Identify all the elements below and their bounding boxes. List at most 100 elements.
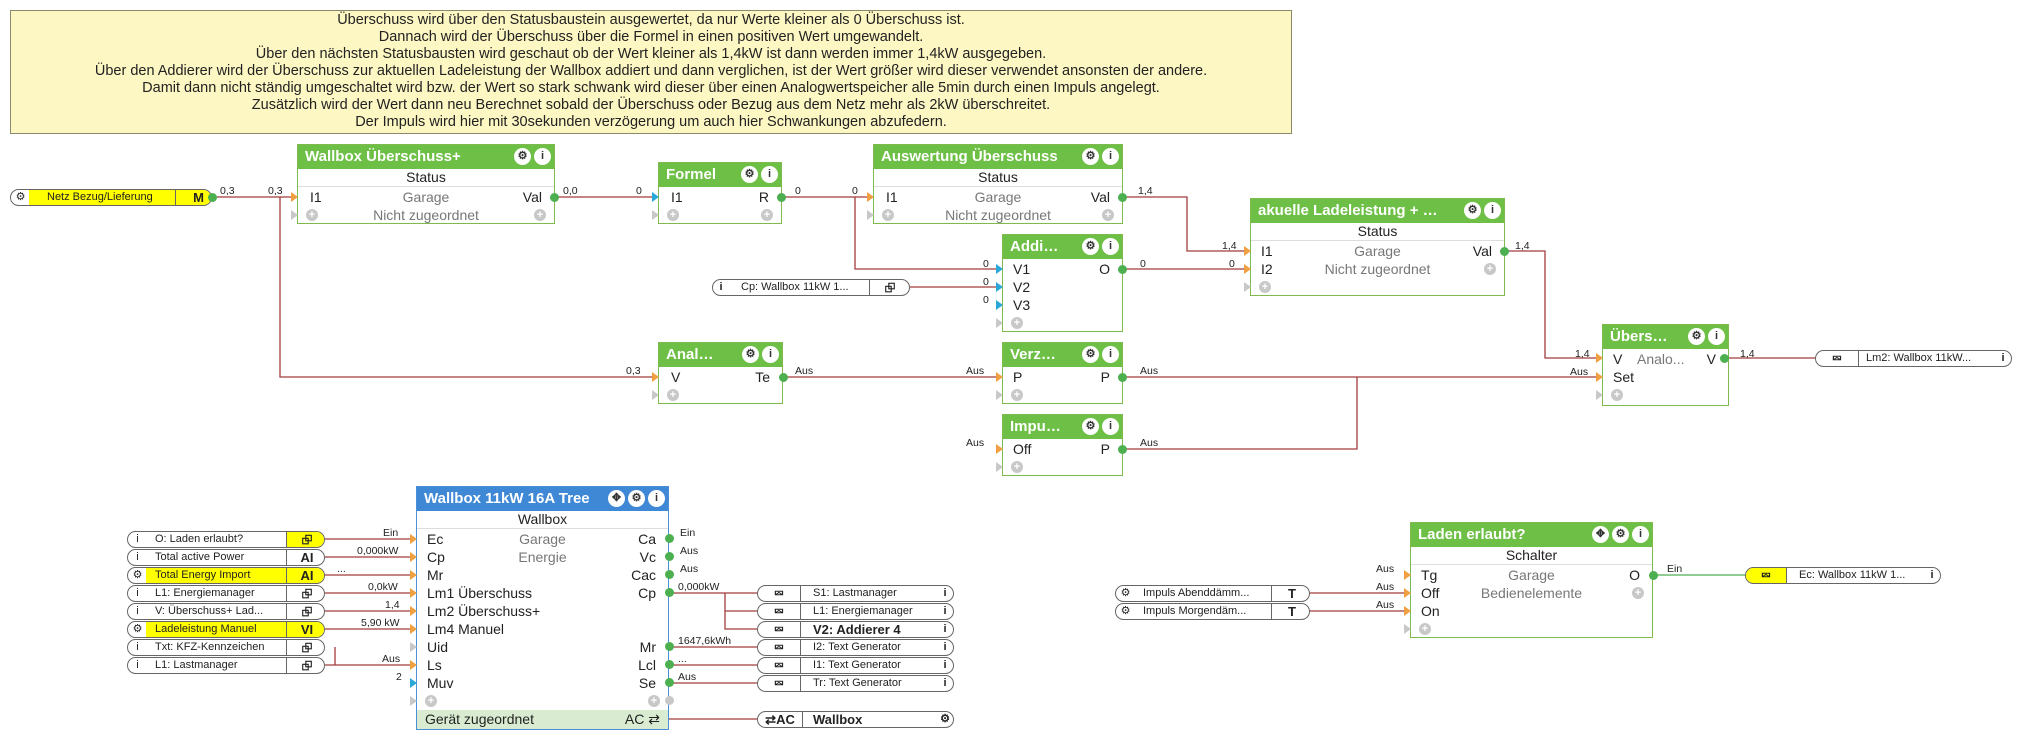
output-pin[interactable] (665, 588, 674, 597)
input-port[interactable]: Ls (427, 657, 442, 673)
input-port[interactable]: V2 (1013, 279, 1031, 295)
info-icon[interactable]: i (719, 281, 723, 293)
ref-ladeleistung-manuel[interactable]: ⚙ Ladeleistung Manuel VI (127, 621, 325, 638)
ref-i2-text-generator[interactable]: ⮹ I2: Text Generator i (757, 639, 954, 656)
output-pin[interactable] (665, 660, 674, 669)
output-port[interactable]: Lcl (638, 657, 656, 673)
input-pin[interactable] (652, 390, 659, 400)
move-icon[interactable]: ✥ (608, 490, 625, 507)
input-port[interactable]: Off (1421, 585, 1440, 601)
output-pin[interactable] (777, 193, 786, 202)
input-pin[interactable] (996, 318, 1003, 328)
add-input-icon[interactable]: + (1011, 461, 1023, 473)
input-pin[interactable] (996, 462, 1003, 472)
ref-cp-wallbox[interactable]: i Cp: Wallbox 11kW 1... ⮺ (712, 279, 910, 296)
output-pin[interactable] (1500, 247, 1509, 256)
output-pin[interactable] (779, 373, 788, 382)
input-pin[interactable] (996, 264, 1003, 274)
info-icon[interactable]: i (1708, 328, 1725, 345)
output-port[interactable]: Vc (639, 549, 656, 565)
input-pin[interactable] (1596, 353, 1603, 363)
ref-total-energy-import[interactable]: ⚙ Total Energy Import AI (127, 567, 325, 584)
output-pin[interactable] (208, 193, 217, 202)
info-icon[interactable]: i (136, 641, 139, 653)
input-port[interactable]: Lm2 Überschuss+ (427, 603, 541, 619)
add-input-icon[interactable]: + (1611, 389, 1623, 401)
ref-l1-energiemanager-out[interactable]: ⮹ L1: Energiemanager i (757, 603, 954, 620)
block-ueberschuss-speicher[interactable]: Übersc... ⚙i V Analo... V Set + (1602, 324, 1729, 406)
input-pin[interactable] (1596, 390, 1603, 400)
output-pin[interactable] (665, 552, 674, 561)
info-icon[interactable]: i (1102, 418, 1119, 435)
input-port[interactable]: I2 (1261, 261, 1273, 277)
input-port[interactable]: Ec (427, 531, 444, 547)
gear-icon[interactable]: ⚙ (940, 713, 950, 725)
input-pin[interactable] (1404, 588, 1411, 598)
gear-icon[interactable]: ⚙ (741, 166, 758, 183)
output-port[interactable]: Cp (638, 585, 656, 601)
input-port[interactable]: V (671, 369, 681, 385)
output-port[interactable]: P (1100, 441, 1110, 457)
ref-wallbox-ac[interactable]: ⇄AC Wallbox ⚙ (757, 711, 954, 728)
ref-txt-kfz-kennzeichen[interactable]: i Txt: KFZ-Kennzeichen ⮺ (127, 639, 325, 656)
output-pin[interactable] (1720, 354, 1729, 363)
input-pin[interactable] (410, 588, 417, 598)
info-icon[interactable]: i (761, 166, 778, 183)
gear-icon[interactable]: ⚙ (1464, 202, 1481, 219)
info-icon[interactable]: i (1632, 526, 1649, 543)
block-wallbox-tree[interactable]: Wallbox 11kW 16A Tree ✥⚙i Wallbox Ec Cp … (416, 486, 669, 730)
gear-icon[interactable]: ⚙ (1082, 148, 1099, 165)
info-icon[interactable]: i (943, 623, 947, 635)
input-pin[interactable] (1596, 372, 1603, 382)
info-icon[interactable]: i (943, 641, 947, 653)
info-icon[interactable]: i (1930, 569, 1934, 581)
add-input-icon[interactable]: + (1259, 281, 1271, 293)
input-pin[interactable] (867, 210, 874, 220)
info-icon[interactable]: i (762, 346, 779, 363)
gear-icon[interactable]: ⚙ (1082, 418, 1099, 435)
output-port[interactable]: V (1706, 351, 1716, 367)
input-pin[interactable] (652, 372, 659, 382)
ref-l1-energiemanager[interactable]: i L1: Energiemanager ⮺ (127, 585, 325, 602)
input-pin[interactable] (410, 606, 417, 616)
input-port[interactable]: Lm4 Manuel (427, 621, 505, 637)
output-pin[interactable] (1118, 373, 1127, 382)
output-port[interactable]: Ca (638, 531, 656, 547)
input-port[interactable]: Cp (427, 549, 445, 565)
ref-impuls-abenddaemmerung[interactable]: ⚙ Impuls Abenddämm... T (1115, 585, 1310, 602)
input-port[interactable]: Off (1013, 441, 1032, 457)
block-laden-erlaubt[interactable]: Laden erlaubt? ✥⚙i Schalter Tg Off On Ga… (1410, 522, 1653, 638)
info-icon[interactable]: i (943, 587, 947, 599)
gear-icon[interactable]: ⚙ (1120, 587, 1131, 599)
gear-icon[interactable]: ⚙ (514, 148, 531, 165)
input-pin[interactable] (410, 552, 417, 562)
ref-o-laden-erlaubt[interactable]: i O: Laden erlaubt? ⮺ (127, 531, 325, 548)
output-pin[interactable] (1118, 265, 1127, 274)
add-output-icon[interactable]: + (648, 695, 660, 707)
input-port[interactable]: I1 (886, 189, 898, 205)
input-pin[interactable] (996, 282, 1003, 292)
block-wallbox-ueberschuss[interactable]: Wallbox Überschuss+ ⚙i Status I1 Garage … (297, 144, 555, 224)
add-output-icon[interactable]: + (1102, 209, 1114, 221)
gear-icon[interactable]: ⚙ (132, 623, 143, 635)
gear-icon[interactable]: ⚙ (1120, 605, 1131, 617)
input-pin[interactable] (996, 372, 1003, 382)
info-icon[interactable]: i (1484, 202, 1501, 219)
input-port[interactable]: Set (1613, 369, 1635, 385)
ref-l1-lastmanager[interactable]: i L1: Lastmanager ⮺ (127, 657, 325, 674)
input-pin[interactable] (410, 534, 417, 544)
info-icon[interactable]: i (136, 605, 139, 617)
output-pin[interactable] (665, 642, 674, 651)
ref-lm2-wallbox[interactable]: ⮹ Lm2: Wallbox 11kW... i (1815, 350, 2012, 367)
input-port[interactable]: V1 (1013, 261, 1031, 277)
output-port[interactable]: Val (522, 189, 542, 205)
input-pin[interactable] (996, 390, 1003, 400)
input-port[interactable]: P (1013, 369, 1023, 385)
gear-icon[interactable]: ⚙ (15, 191, 26, 203)
input-port[interactable]: On (1421, 603, 1440, 619)
input-port[interactable]: Muv (427, 675, 454, 691)
output-port[interactable]: Se (638, 675, 656, 691)
block-akuelle-ladeleistung[interactable]: akuelle Ladeleistung + Ü... ⚙i Status I1… (1250, 198, 1505, 296)
input-port[interactable]: Tg (1421, 567, 1438, 583)
info-icon[interactable]: i (943, 605, 947, 617)
